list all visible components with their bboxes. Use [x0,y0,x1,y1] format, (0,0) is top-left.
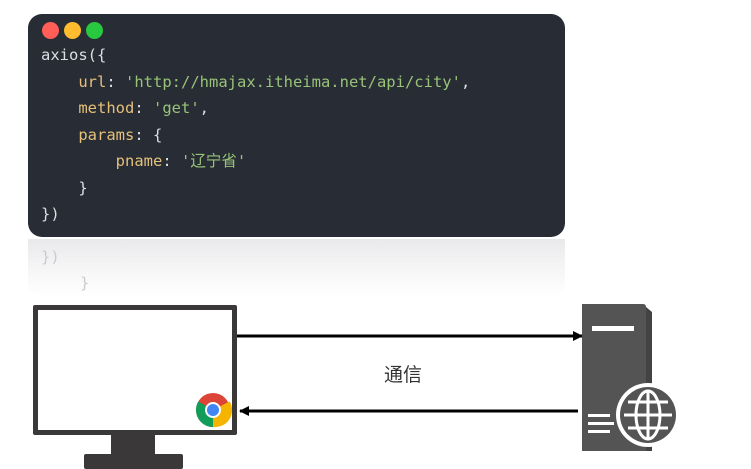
client-monitor [33,305,237,435]
code-token: axios({ [41,46,107,64]
close-dot[interactable] [42,22,59,39]
code-token [41,152,116,170]
window-controls [42,22,103,39]
code-token [41,99,78,117]
globe-icon [616,383,680,447]
code-token: , [460,72,471,91]
code-token: }) [41,205,60,223]
chrome-browser-icon [196,393,233,428]
code-token: 'get' [153,99,200,117]
code-token: 'http://hmajax.itheima.net/api/city' [125,72,461,91]
code-reflection: }) } [28,239,565,297]
code-line: axios({ [41,42,470,69]
code-line: params: { [41,122,470,149]
code-line: pname: '辽宁省' [41,148,470,175]
maximize-dot[interactable] [86,22,103,39]
code-token: '辽宁省' [181,152,247,170]
code-line: method: 'get', [41,95,470,122]
monitor-stand [111,435,155,455]
code-token: : [106,72,125,91]
code-token: params [78,125,135,144]
code-token: url [78,72,107,91]
code-token: } [41,178,88,197]
minimize-dot[interactable] [64,22,81,39]
code-window: axios({ url: 'http://hmajax.itheima.net/… [28,14,565,237]
code-line: } [41,175,470,202]
server-icon [582,304,680,451]
code-line: }) [41,201,470,228]
code-token: pname [115,152,163,170]
code-token [41,126,78,144]
code-token: : [134,99,153,117]
code-token [41,73,78,91]
monitor-base [84,454,183,469]
reflection-line: }) [41,248,60,266]
code-block: axios({ url: 'http://hmajax.itheima.net/… [41,42,470,228]
reflection-line: } [80,274,90,292]
code-token: : [162,152,181,170]
communication-label: 通信 [384,364,423,386]
code-token: method [78,99,135,117]
code-line: url: 'http://hmajax.itheima.net/api/city… [41,69,470,96]
code-token: : { [134,125,163,144]
code-token: , [199,99,210,117]
